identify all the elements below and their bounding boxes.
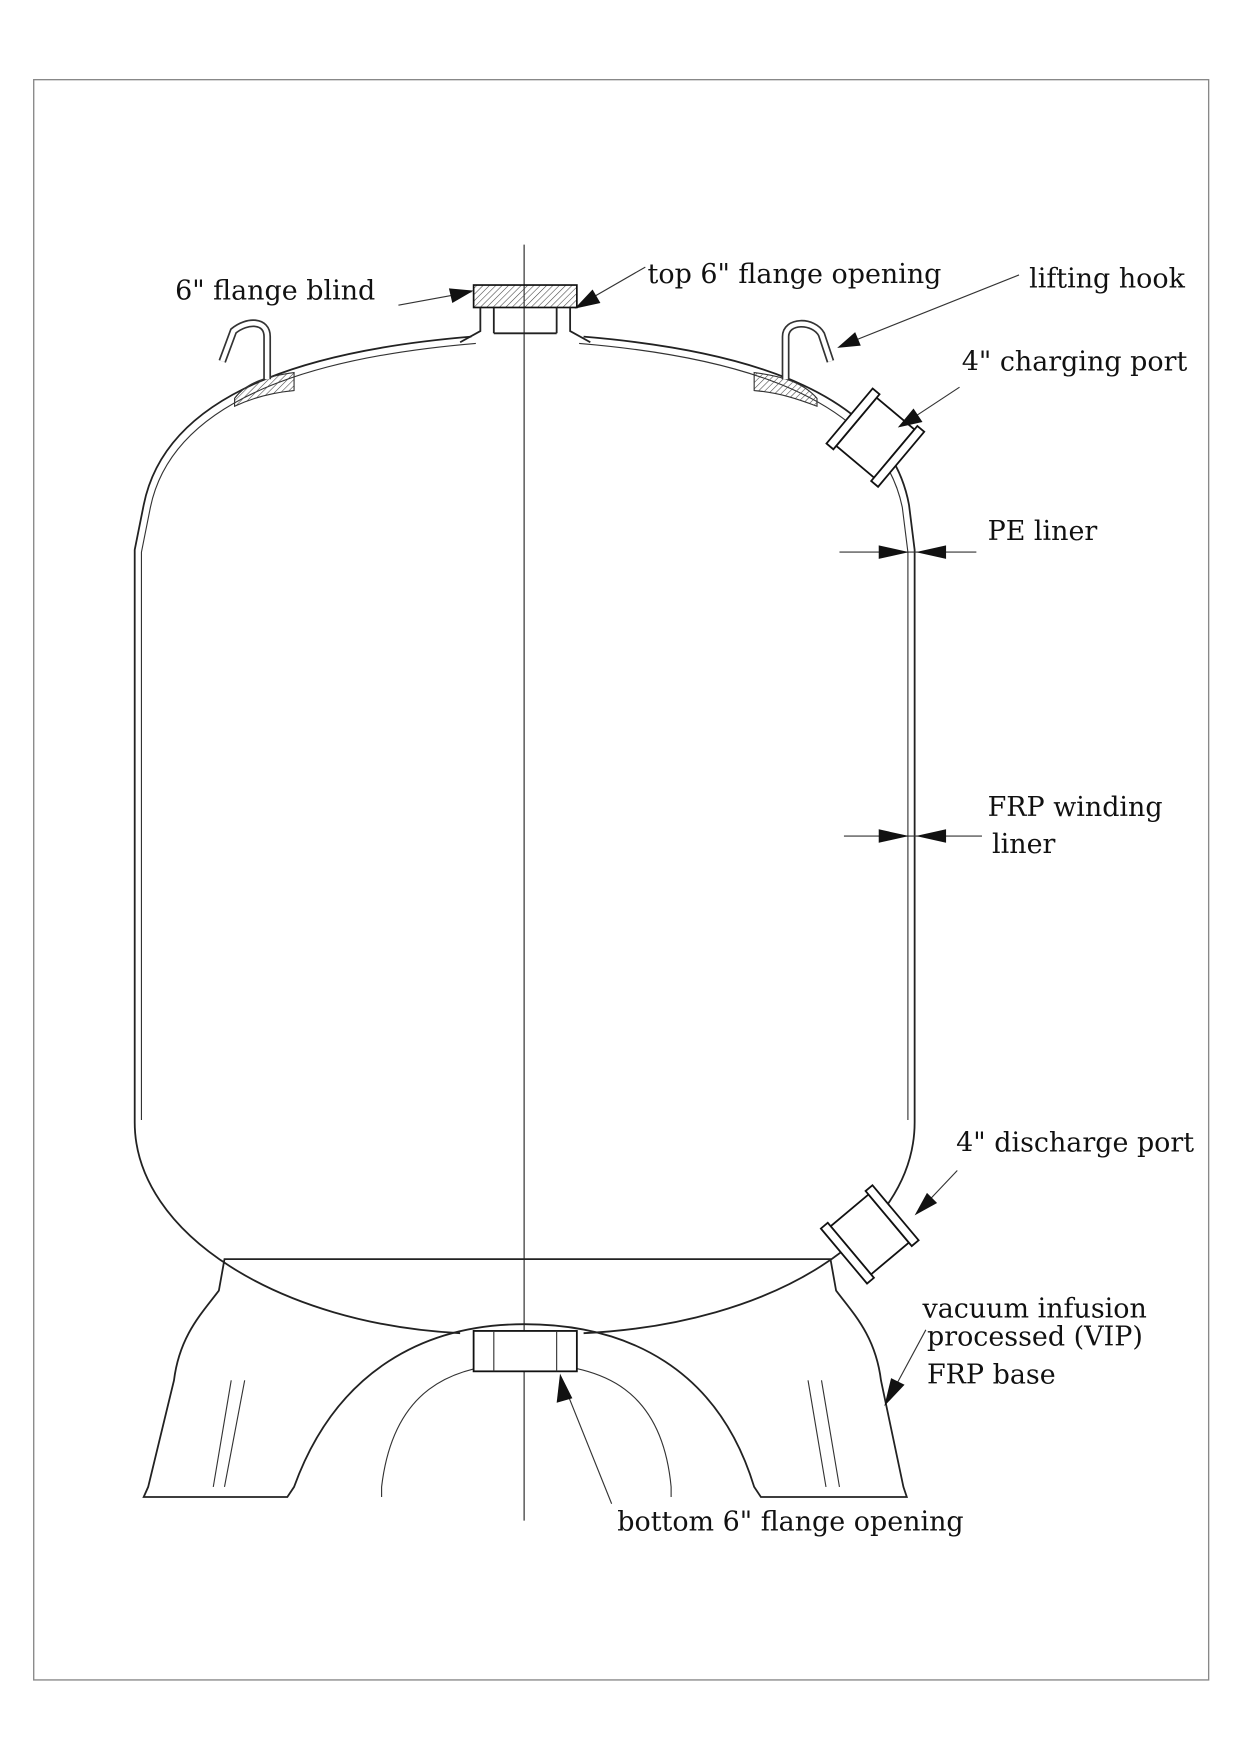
label-flange-blind: 6" flange blind	[175, 276, 375, 307]
label-bottom-flange-opening: bottom 6" flange opening	[617, 1507, 963, 1538]
lifting-hook-left	[218, 319, 272, 380]
label-top-flange-opening: top 6" flange opening	[648, 259, 942, 290]
frp-base	[142, 1258, 909, 1498]
label-frp-winding: FRP winding	[988, 792, 1163, 823]
drawing-frame	[33, 79, 1210, 1681]
leader-lines	[398, 266, 1020, 1504]
label-frp-winding-liner: liner	[992, 829, 1055, 860]
top-flange	[459, 284, 591, 344]
label-lifting-hook: lifting hook	[1029, 263, 1185, 294]
label-pe-liner: PE liner	[988, 516, 1098, 547]
discharge-port	[819, 1184, 920, 1285]
label-base-line2: processed (VIP)	[927, 1322, 1143, 1353]
label-charging-port: 4" charging port	[962, 346, 1188, 377]
charging-port	[825, 387, 926, 489]
lifting-hook-right	[781, 319, 835, 380]
label-discharge-port: 4" discharge port	[956, 1127, 1194, 1158]
label-base-line1: vacuum infusion	[921, 1293, 1146, 1324]
label-base-line3: FRP base	[927, 1360, 1056, 1391]
